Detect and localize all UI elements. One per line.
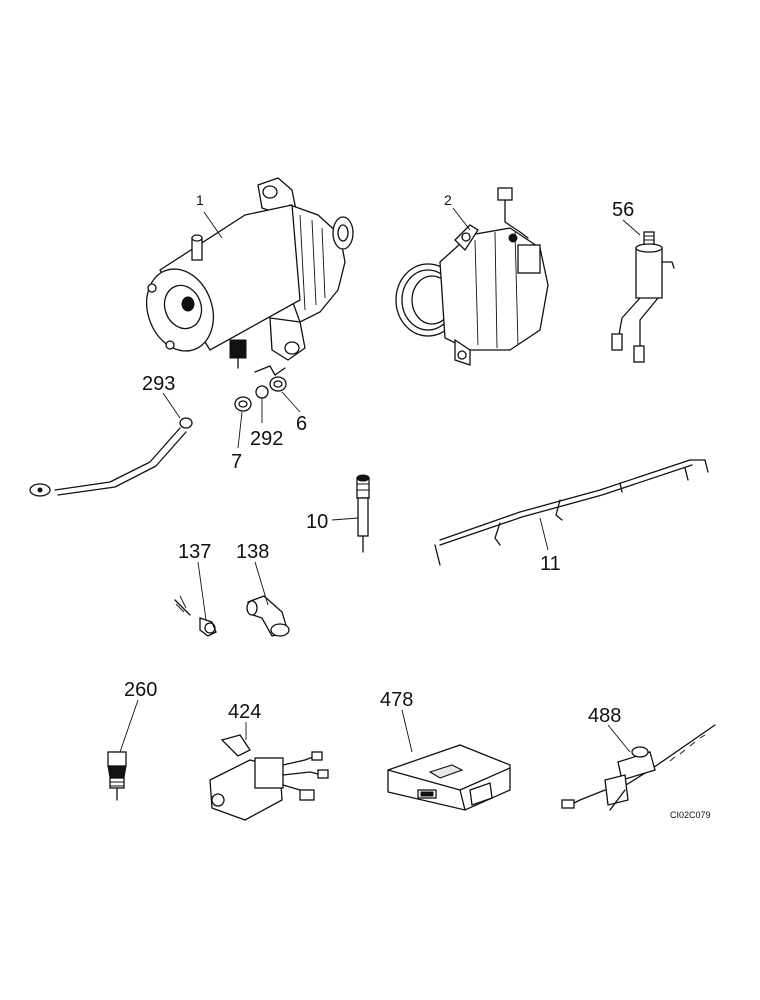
leader-7 bbox=[237, 411, 243, 449]
leader-488 bbox=[607, 724, 631, 753]
leader-260 bbox=[119, 699, 139, 753]
label-part-424: 424 bbox=[228, 701, 261, 723]
part-56-sender bbox=[611, 231, 675, 363]
part-478-control-unit bbox=[387, 744, 511, 811]
label-part-56: 56 bbox=[612, 199, 634, 221]
part-138-elbow-boot bbox=[246, 595, 290, 637]
part-292-lock-washer bbox=[255, 385, 269, 399]
leader-293 bbox=[162, 392, 181, 419]
label-part-293: 293 bbox=[142, 373, 175, 395]
label-part-478: 478 bbox=[380, 689, 413, 711]
part-10-sensor-probe bbox=[356, 474, 370, 553]
part-1-starter-motor bbox=[146, 177, 354, 376]
part-260-temperature-sender bbox=[107, 751, 127, 801]
leader-6 bbox=[281, 391, 301, 413]
part-488-shutoff-cable bbox=[561, 724, 716, 811]
part-137-connector-plug bbox=[174, 595, 217, 637]
leader-2 bbox=[452, 207, 471, 231]
label-part-10: 10 bbox=[306, 511, 328, 533]
part-2-alternator bbox=[395, 187, 549, 366]
part-6-washer bbox=[269, 376, 287, 392]
leader-lines bbox=[119, 207, 641, 753]
leader-10 bbox=[331, 517, 359, 521]
drawing-code: CI02C079 bbox=[670, 810, 711, 820]
label-part-7: 7 bbox=[231, 451, 242, 473]
part-293-battery-cable bbox=[29, 417, 193, 497]
leader-137 bbox=[197, 561, 207, 621]
part-424-relay-actuator bbox=[209, 734, 329, 821]
label-part-1: 1 bbox=[196, 192, 204, 208]
part-11-wiring-harness bbox=[434, 459, 709, 566]
label-part-260: 260 bbox=[124, 679, 157, 701]
leader-138 bbox=[254, 561, 269, 606]
leader-1 bbox=[203, 211, 223, 239]
label-part-137: 137 bbox=[178, 541, 211, 563]
part-7-nut bbox=[234, 396, 252, 412]
label-part-11: 11 bbox=[540, 553, 561, 575]
leader-56 bbox=[622, 219, 641, 236]
leader-478 bbox=[401, 709, 413, 753]
label-part-138: 138 bbox=[236, 541, 269, 563]
label-part-488: 488 bbox=[588, 705, 621, 727]
label-part-292: 292 bbox=[250, 428, 283, 450]
label-part-2: 2 bbox=[444, 192, 452, 208]
label-part-6: 6 bbox=[296, 413, 307, 435]
leader-11 bbox=[539, 517, 549, 551]
